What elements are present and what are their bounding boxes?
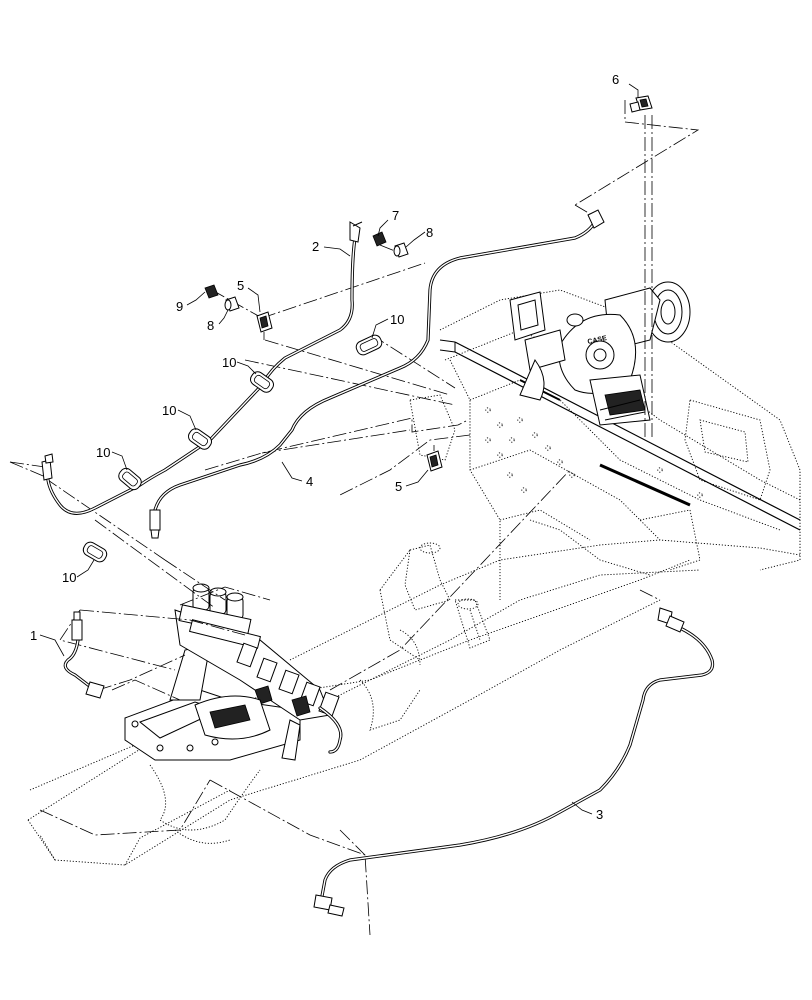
clamp-10-upper-right (355, 334, 383, 356)
hose-1-upper-fitting (71, 611, 83, 641)
hydraulic-pump-assembly: CASE (509, 281, 691, 426)
hose-2-lower-fitting (41, 453, 54, 481)
part-7-fitting (372, 231, 387, 247)
frame-brand-label: CASE (587, 335, 608, 346)
callout-5-lower: 5 (395, 479, 402, 494)
part-9-fitting (204, 284, 219, 299)
callout-7: 7 (392, 208, 399, 223)
hose-3-lower-fitting (313, 894, 345, 917)
hose-3 (313, 607, 715, 917)
callout-2: 2 (312, 239, 319, 254)
hose-1 (63, 611, 105, 699)
part-6-elbow-fitting (629, 95, 653, 113)
callout-6: 6 (612, 72, 619, 87)
callout-10-upper: 10 (390, 312, 404, 327)
part-5-fitting-upper (256, 311, 273, 340)
callout-8-lower: 8 (207, 318, 214, 333)
hydraulic-control-valve (124, 583, 343, 761)
clamp-10-left-mid (118, 467, 142, 491)
callout-4: 4 (306, 474, 313, 489)
frame-bolt-holes (485, 407, 703, 498)
callout-10-left-mid: 10 (96, 445, 110, 460)
callout-9: 9 (176, 299, 183, 314)
clamp-10-mid (250, 371, 274, 393)
callout-leader-lines (39, 83, 639, 815)
hose-3-upper-fitting (657, 607, 685, 633)
callout-10-mid: 10 (222, 355, 236, 370)
hose-4 (149, 209, 605, 539)
hose-2 (41, 221, 363, 515)
callout-5-upper: 5 (237, 278, 244, 293)
part-10-clamps (82, 334, 383, 563)
callout-8-upper: 8 (426, 225, 433, 240)
callout-10-left-upper: 10 (162, 403, 176, 418)
callout-10-left-lower: 10 (62, 570, 76, 585)
clamp-10-left-lower (82, 541, 108, 563)
machine-frame (27, 289, 801, 866)
hose-4-upper-fitting (587, 209, 605, 229)
callout-labels: 6 2 7 8 5 9 8 10 10 10 10 10 4 5 1 3 (30, 72, 619, 822)
part-8-sleeve-lower (224, 296, 240, 312)
part-8-sleeve-upper (393, 242, 409, 258)
hose-1-lower-fitting (85, 681, 105, 699)
hose-4-lower-fitting (149, 509, 161, 539)
callout-3: 3 (596, 807, 603, 822)
hose-2-upper-fitting (349, 221, 363, 243)
part-5-fitting-lower (426, 445, 443, 472)
callout-1: 1 (30, 628, 37, 643)
clamp-10-left-upper (188, 428, 212, 450)
